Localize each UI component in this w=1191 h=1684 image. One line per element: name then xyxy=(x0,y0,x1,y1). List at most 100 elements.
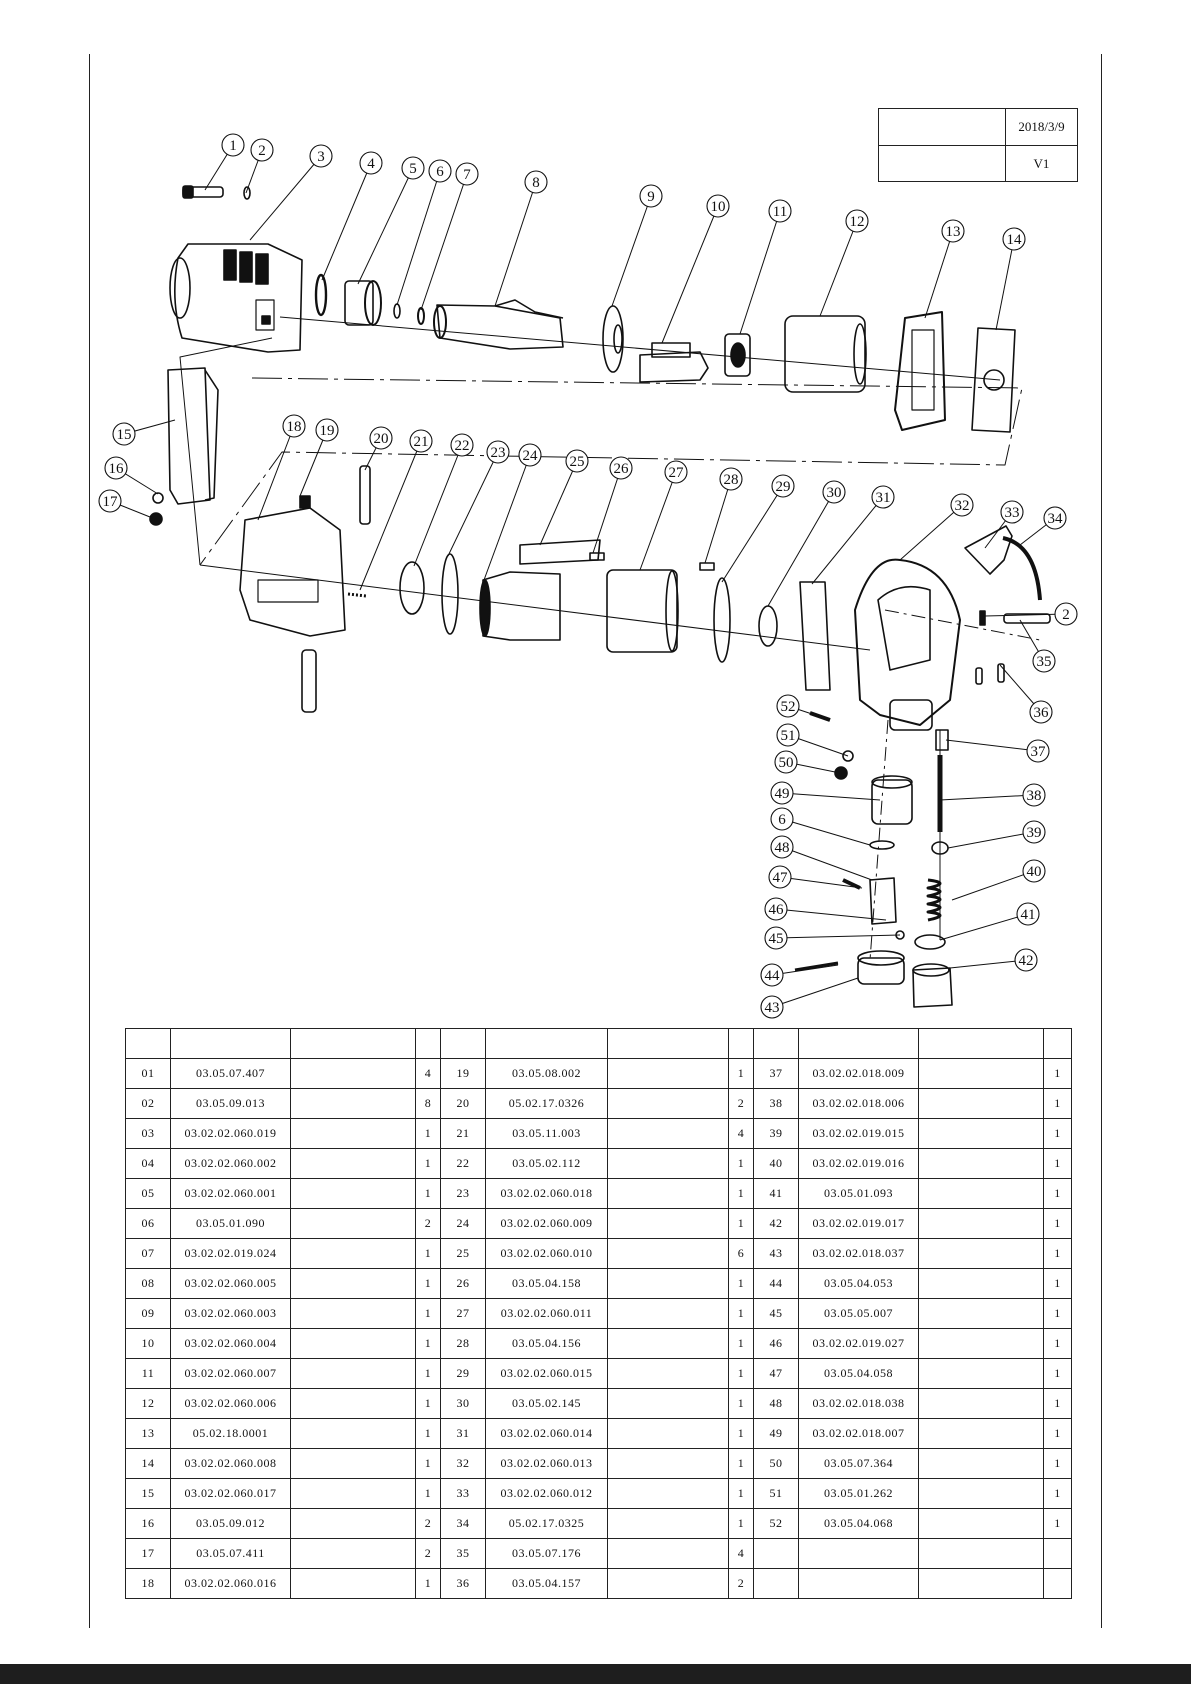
callout-circle xyxy=(221,133,245,157)
part-code-cell: 03.05.09.013 xyxy=(170,1088,291,1119)
quantity-cell: 1 xyxy=(1043,1208,1072,1239)
part-code-cell: 03.02.02.018.009 xyxy=(798,1058,919,1089)
leader-line xyxy=(299,429,328,497)
callout-bubble: 15 xyxy=(112,422,136,446)
callout-circle xyxy=(764,926,788,950)
part-name-cell xyxy=(290,1238,416,1269)
callout-number: 7 xyxy=(463,167,471,183)
callout-circle xyxy=(409,429,433,453)
callout-circle xyxy=(1054,602,1078,626)
part-name-cell xyxy=(918,1088,1044,1119)
part-name-cell xyxy=(918,1538,1044,1569)
quantity-cell: 1 xyxy=(1043,1358,1072,1389)
callout-bubble: 14 xyxy=(1002,227,1026,251)
item-number-cell: 09 xyxy=(125,1298,171,1329)
callout-circle xyxy=(369,426,393,450)
header-cell xyxy=(798,1028,919,1059)
part-name-cell xyxy=(918,1058,1044,1089)
callout-number: 34 xyxy=(1048,511,1064,527)
part-code-cell: 03.05.07.176 xyxy=(485,1538,608,1569)
item-number-cell: 41 xyxy=(753,1178,799,1209)
header-cell xyxy=(918,1028,1044,1059)
callout-bubble: 8 xyxy=(524,170,548,194)
part-code-cell: 05.02.18.0001 xyxy=(170,1418,291,1449)
part-name-cell xyxy=(290,1388,416,1419)
leader-line xyxy=(413,444,463,567)
callout-circle xyxy=(98,489,122,513)
callout-circle xyxy=(719,467,743,491)
exploded-parts-diagram: 1234567891011121314151617181920212223242… xyxy=(98,133,1078,1019)
part-code-cell: 03.02.02.019.017 xyxy=(798,1208,919,1239)
quantity-cell: 1 xyxy=(415,1328,441,1359)
part-name-cell xyxy=(918,1418,1044,1449)
part-name-cell xyxy=(290,1448,416,1479)
callout-bubble: 37 xyxy=(1026,739,1050,763)
item-number-cell: 30 xyxy=(440,1388,486,1419)
quantity-cell: 1 xyxy=(728,1448,754,1479)
header-cell xyxy=(415,1028,441,1059)
part-code-cell xyxy=(798,1538,919,1569)
callout-number: 5 xyxy=(409,161,417,177)
part-code-cell: 03.02.02.019.024 xyxy=(170,1238,291,1269)
quantity-cell: 1 xyxy=(1043,1268,1072,1299)
item-number-cell: 06 xyxy=(125,1208,171,1239)
callout-bubble: 6 xyxy=(428,159,452,183)
item-number-cell: 12 xyxy=(125,1388,171,1419)
callout-circle xyxy=(315,418,339,442)
item-number-cell: 34 xyxy=(440,1508,486,1539)
part-name-cell xyxy=(918,1568,1044,1599)
quantity-cell: 1 xyxy=(415,1298,441,1329)
callout-bubble: 27 xyxy=(664,460,688,484)
item-number-cell: 01 xyxy=(125,1058,171,1089)
part-code-cell: 03.05.01.093 xyxy=(798,1178,919,1209)
item-number-cell: 05 xyxy=(125,1178,171,1209)
leader-line xyxy=(779,876,863,889)
leader-line xyxy=(359,440,422,591)
callout-circle xyxy=(112,422,136,446)
callout-bubble: 39 xyxy=(1022,820,1046,844)
quantity-cell: 1 xyxy=(1043,1508,1072,1539)
item-number-cell: 33 xyxy=(440,1478,486,1509)
quantity-cell: 1 xyxy=(415,1238,441,1269)
part-code-cell: 03.02.02.019.027 xyxy=(798,1328,919,1359)
leader-line xyxy=(249,155,322,241)
leader-line xyxy=(447,451,499,557)
part-name-cell xyxy=(918,1208,1044,1239)
quantity-cell: 1 xyxy=(728,1418,754,1449)
left-margin-line xyxy=(89,54,90,1628)
quantity-cell: 2 xyxy=(415,1508,441,1539)
quantity-cell: 1 xyxy=(1043,1118,1072,1149)
item-number-cell: 19 xyxy=(440,1058,486,1089)
callout-number: 20 xyxy=(374,431,389,447)
item-number-cell: 15 xyxy=(125,1478,171,1509)
part-name-cell xyxy=(918,1148,1044,1179)
callout-circle xyxy=(760,995,784,1019)
callout-bubble: 28 xyxy=(719,467,743,491)
part-code-cell: 03.02.02.018.006 xyxy=(798,1088,919,1119)
callout-number: 47 xyxy=(773,870,789,886)
part-name-cell xyxy=(290,1568,416,1599)
item-number-cell: 45 xyxy=(753,1298,799,1329)
item-number-cell: 51 xyxy=(753,1478,799,1509)
callout-circle xyxy=(774,750,798,774)
item-number-cell: 17 xyxy=(125,1538,171,1569)
item-number-cell: 03 xyxy=(125,1118,171,1149)
callout-bubble: 9 xyxy=(639,184,663,208)
callout-number: 43 xyxy=(765,1000,780,1016)
part-code-cell: 03.05.04.068 xyxy=(798,1508,919,1539)
leader-line xyxy=(945,739,1039,752)
leader-line xyxy=(775,908,887,921)
item-number-cell: 14 xyxy=(125,1448,171,1479)
callout-circle xyxy=(524,170,548,194)
leader-line xyxy=(939,794,1035,801)
item-number-cell xyxy=(753,1568,799,1599)
item-number-cell: 29 xyxy=(440,1358,486,1389)
callout-number: 8 xyxy=(532,175,540,191)
item-number-cell: 23 xyxy=(440,1178,486,1209)
item-number-cell: 02 xyxy=(125,1088,171,1119)
part-name-cell xyxy=(918,1328,1044,1359)
leader-lines xyxy=(109,144,1067,1008)
